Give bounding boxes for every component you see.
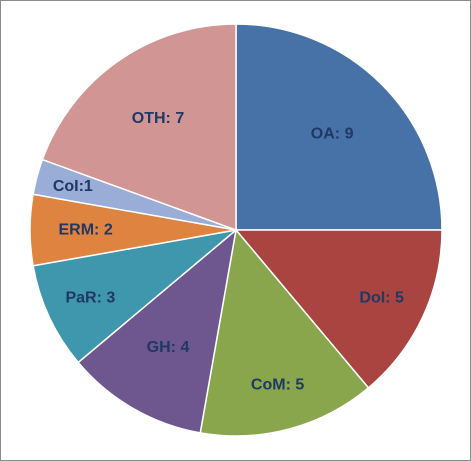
pie-slice-oth: [41, 23, 237, 232]
pie-labels: OA: 9 DoI: 5 CoM: 5 GH: 4 PaR: 3 ERM: 2 CoI:1 O…: [53, 110, 404, 394]
slice-label-oa: OA: 9: [311, 125, 354, 142]
pie-slice-oa: [235, 23, 443, 231]
slice-label-par: PaR: 3: [65, 289, 115, 306]
pie-slice-doi: [234, 229, 443, 389]
pie-slice-par: [32, 228, 239, 364]
pie-slice-com: [199, 228, 370, 437]
slice-label-doi: DoI: 5: [359, 289, 404, 306]
slice-label-oth: OTH: 7: [132, 110, 185, 127]
pie-slice-gh: [77, 228, 238, 434]
slice-label-gh: GH: 4: [147, 339, 190, 356]
slice-label-com: CoM: 5: [251, 377, 304, 394]
slice-label-coi: CoI:1: [53, 178, 93, 195]
slice-label-erm: ERM: 2: [59, 222, 113, 239]
pie-slices: [29, 23, 443, 437]
